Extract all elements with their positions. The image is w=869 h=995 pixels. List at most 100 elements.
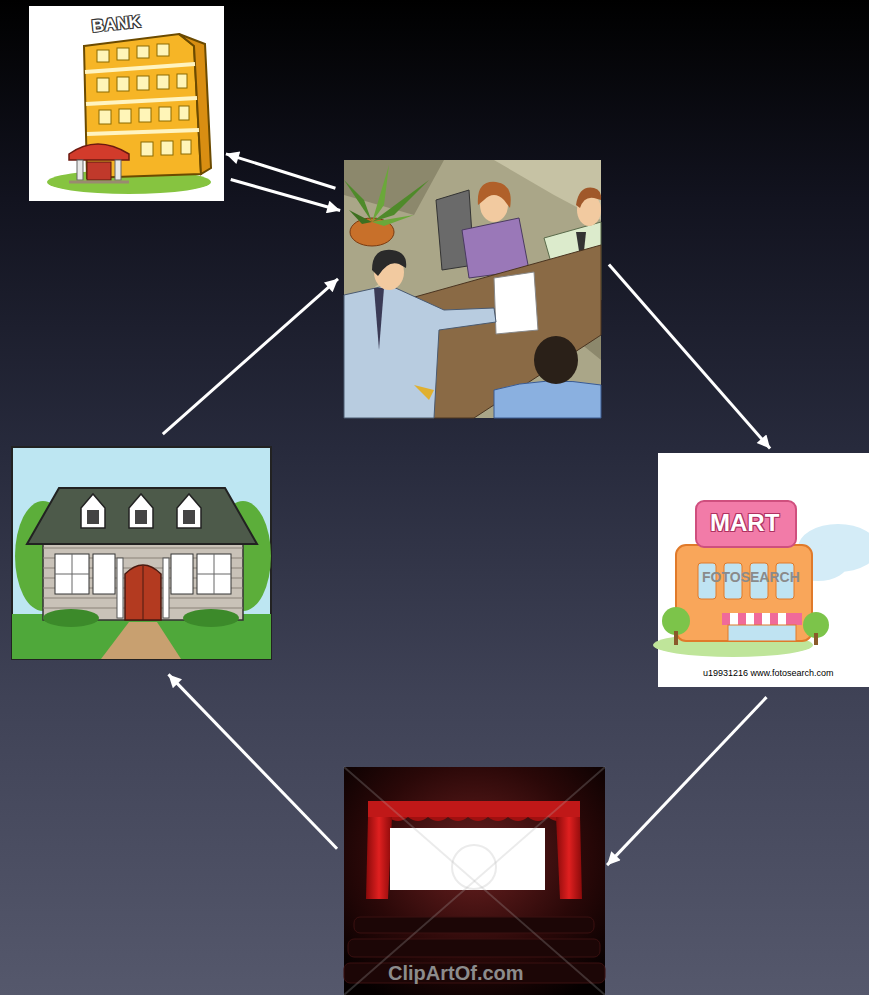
theater-drawing — [344, 767, 605, 995]
meeting-drawing — [478, 182, 511, 208]
meeting-drawing — [576, 188, 601, 208]
bank-drawing — [157, 75, 169, 89]
bank-drawing — [159, 107, 171, 121]
house-drawing — [93, 554, 115, 594]
theater-drawing — [344, 917, 605, 983]
house-drawing — [117, 558, 123, 618]
house-drawing — [183, 609, 239, 627]
flow-arrow — [231, 180, 340, 211]
bank-drawing — [86, 98, 197, 104]
house-drawing — [12, 447, 271, 659]
mart-drawing — [676, 545, 812, 641]
house-drawing — [171, 554, 193, 594]
theater-drawing — [344, 767, 605, 995]
bank-drawing — [137, 46, 149, 58]
bank-drawing — [87, 130, 199, 134]
bank-drawing — [161, 141, 173, 155]
bank-drawing — [77, 160, 83, 180]
meeting-drawing — [344, 160, 601, 418]
house-drawing — [197, 554, 231, 594]
house-drawing — [183, 510, 195, 524]
mart-drawing — [728, 625, 796, 641]
house-drawing — [87, 510, 99, 524]
house-drawing — [125, 565, 161, 620]
meeting-drawing — [372, 180, 429, 222]
watermark: u19931216 www.fotosearch.com — [703, 669, 834, 679]
house-drawing — [81, 494, 201, 528]
bank-drawing — [97, 44, 191, 156]
theater-picture — [344, 767, 605, 995]
bank-drawing — [87, 162, 111, 180]
meeting-drawing — [414, 385, 434, 400]
label-holder: FOTOSEARCH — [702, 570, 800, 585]
mart-drawing — [778, 613, 786, 625]
house-drawing — [81, 494, 105, 528]
house-drawing — [43, 538, 243, 620]
house-drawing — [55, 574, 89, 575]
house-drawing — [129, 494, 153, 528]
label-holder: ClipArtOf.com — [388, 962, 524, 984]
bank-drawing — [179, 34, 211, 174]
meeting-drawing — [344, 160, 601, 418]
mart-drawing — [653, 453, 869, 687]
theater-drawing — [366, 817, 392, 899]
mart-drawing — [696, 501, 796, 547]
mart-drawing — [814, 633, 818, 645]
bank-drawing — [119, 109, 131, 123]
meeting-drawing — [349, 210, 372, 224]
house-drawing — [55, 554, 89, 594]
meeting-drawing — [374, 288, 384, 350]
meeting-drawing — [494, 381, 601, 418]
meeting-drawing — [494, 272, 538, 334]
theater-drawing — [344, 767, 605, 995]
bank-drawing — [141, 142, 153, 156]
meeting-drawing — [372, 215, 414, 226]
theater-drawing — [344, 963, 605, 983]
theater-drawing — [452, 845, 496, 889]
meeting-drawing — [344, 285, 496, 418]
flow-arrow — [607, 697, 766, 865]
house-drawing — [43, 548, 243, 549]
house-drawing — [101, 622, 181, 659]
theater-drawing — [344, 767, 605, 995]
mart-drawing — [722, 613, 802, 625]
house-drawing — [12, 447, 271, 659]
bank-drawing — [69, 181, 129, 184]
watermark: FOTOSEARCH — [702, 570, 800, 585]
house-drawing — [163, 558, 169, 618]
bank-drawing — [29, 6, 224, 201]
bank-drawing — [179, 106, 189, 120]
bank-drawing — [117, 77, 129, 91]
bank-drawing — [115, 160, 121, 180]
house-picture — [11, 446, 272, 660]
bank-drawing — [99, 110, 111, 124]
bank-drawing — [137, 76, 149, 90]
house-drawing — [43, 609, 99, 627]
house-drawing — [135, 510, 147, 524]
bank-drawing — [177, 74, 187, 88]
bank-drawing — [181, 140, 191, 154]
house-drawing — [197, 574, 231, 575]
label-holder: u19931216 www.fotosearch.com — [703, 669, 834, 679]
theater-drawing — [344, 767, 605, 995]
sign-text: BANK — [91, 13, 142, 37]
bank-drawing — [97, 78, 109, 92]
house-drawing — [177, 494, 201, 528]
flow-arrow — [163, 279, 338, 434]
flow-arrow — [609, 264, 770, 448]
mart-drawing — [746, 613, 754, 625]
watermark: ClipArtOf.com — [388, 962, 524, 984]
sign-text: MART — [710, 510, 779, 536]
theater-drawing — [348, 939, 600, 957]
theater-drawing — [354, 917, 594, 933]
theater-drawing — [556, 817, 582, 899]
bank-drawing — [85, 64, 195, 72]
mart-drawing — [662, 607, 690, 635]
bank-drawing — [29, 6, 224, 201]
flow-arrow — [168, 674, 337, 848]
mart-drawing — [730, 613, 738, 625]
mart-drawing — [762, 613, 770, 625]
house-drawing — [143, 566, 144, 620]
mart-drawing — [658, 665, 869, 687]
